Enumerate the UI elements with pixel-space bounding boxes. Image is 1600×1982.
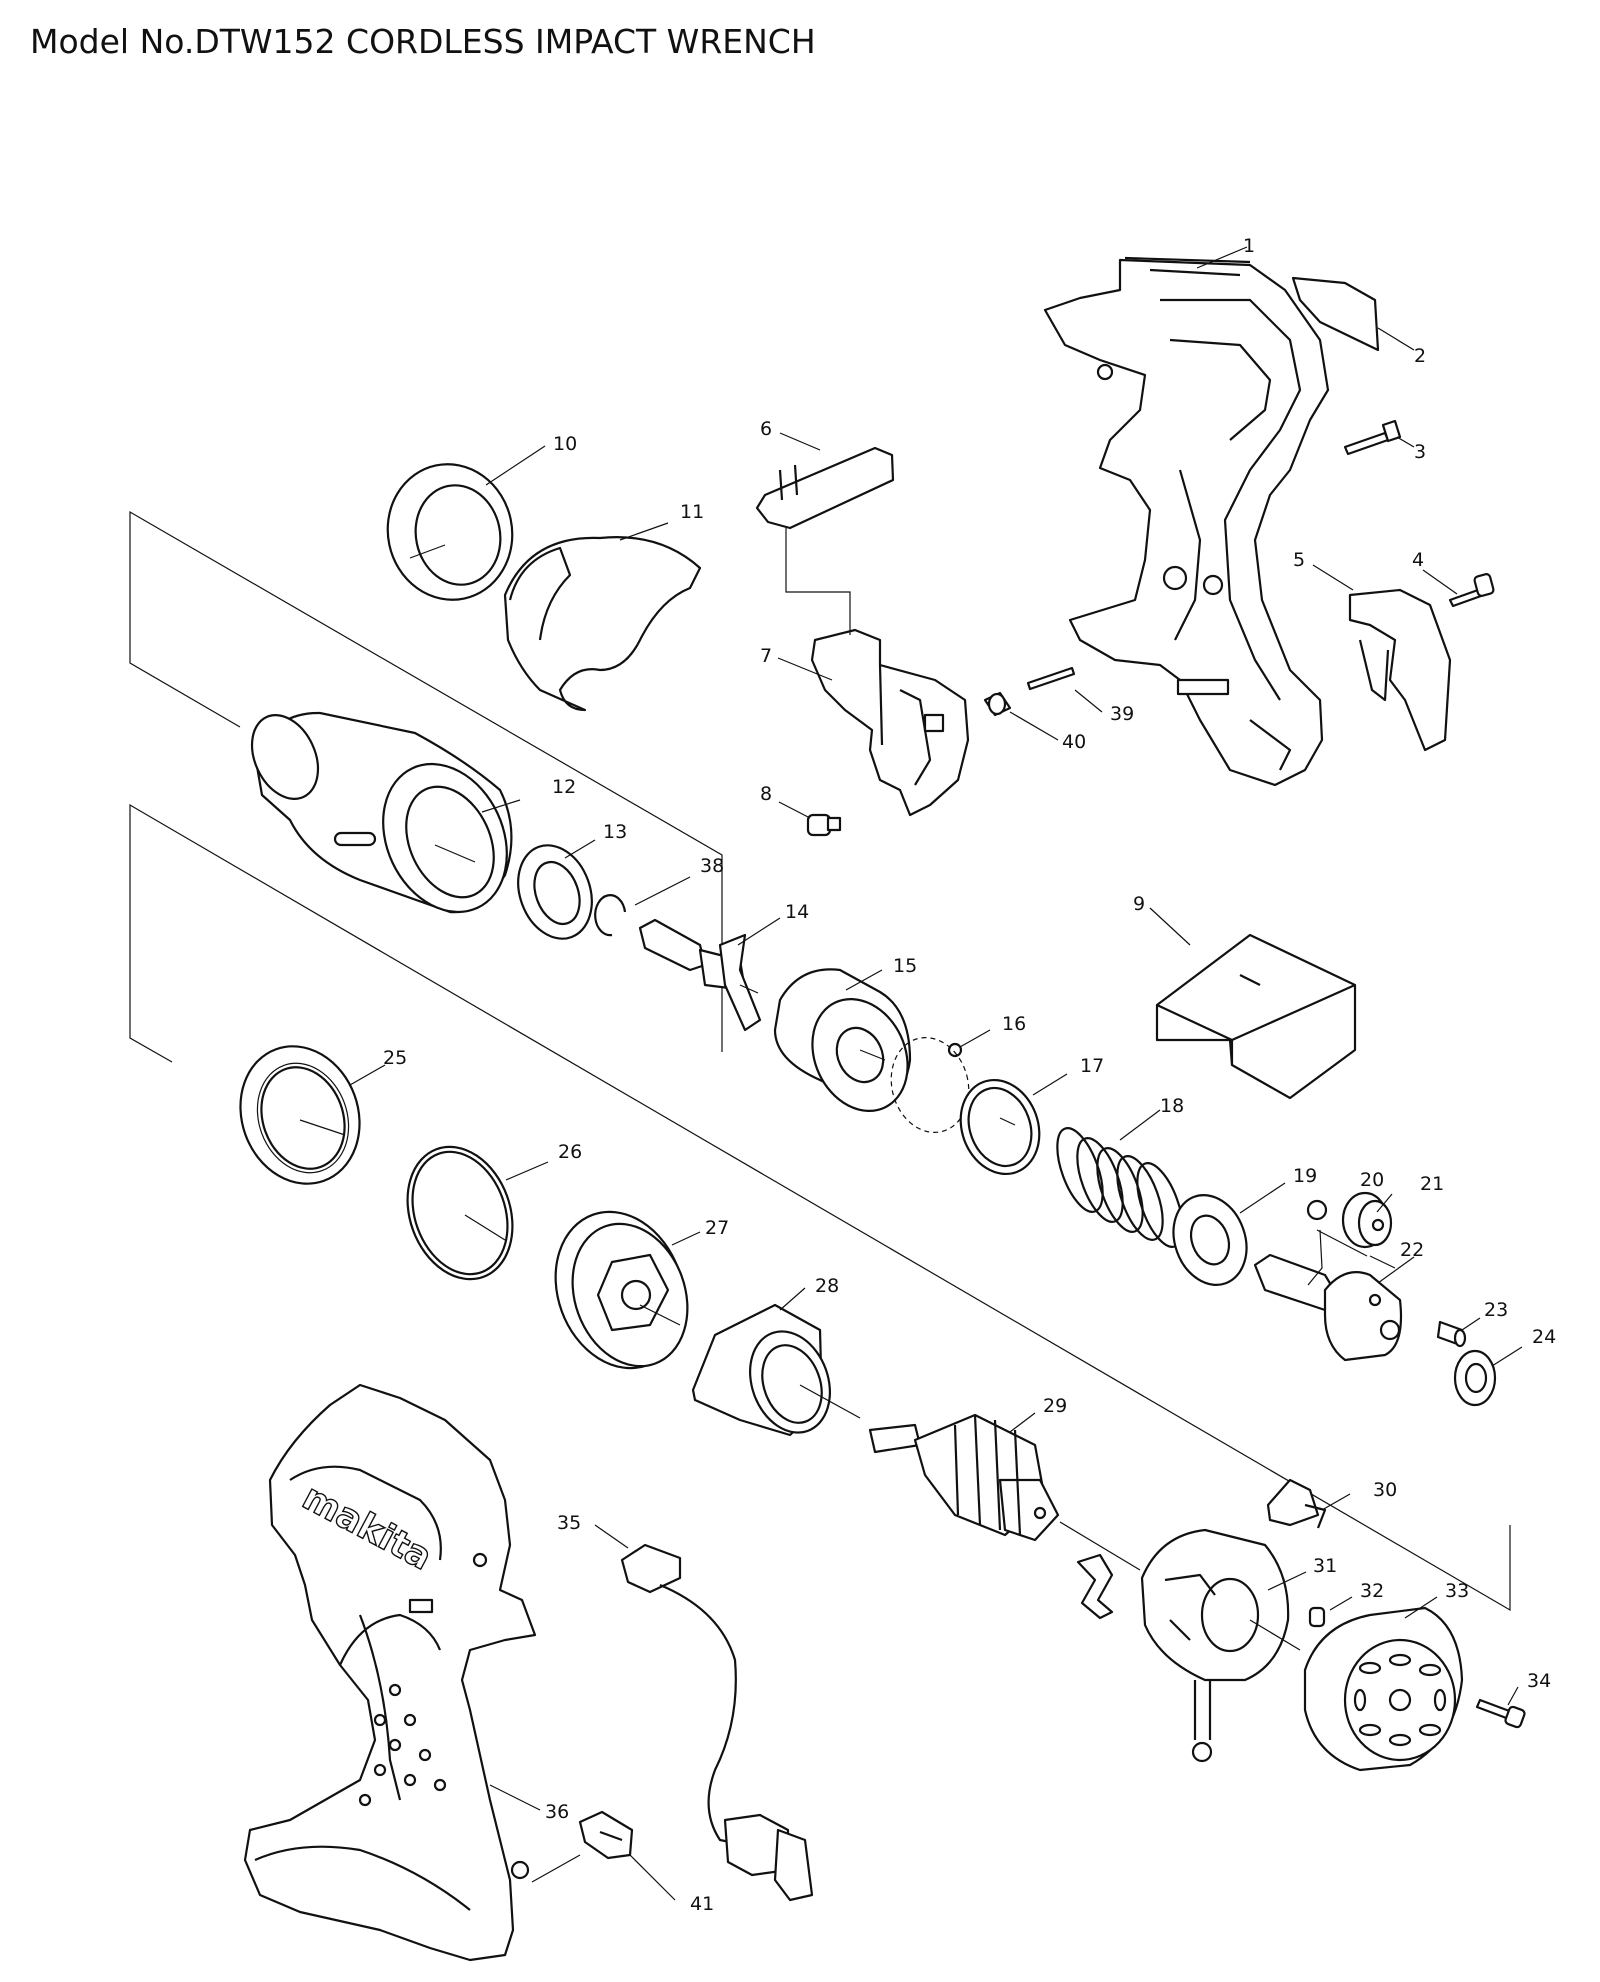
part-24-washer bbox=[1453, 1349, 1497, 1407]
part-5-trigger-lever bbox=[1348, 588, 1452, 752]
part-28-sleeve bbox=[691, 1303, 831, 1437]
callout-25: 25 bbox=[383, 1047, 407, 1069]
callout-19: 19 bbox=[1293, 1165, 1317, 1187]
callout-36: 36 bbox=[545, 1801, 569, 1823]
part-38-retaining-ring bbox=[594, 894, 627, 937]
callout-15: 15 bbox=[893, 955, 917, 977]
callout-21: 21 bbox=[1420, 1173, 1444, 1195]
callout-11: 11 bbox=[680, 501, 704, 523]
part-7-switch bbox=[810, 628, 970, 817]
callout-34: 34 bbox=[1527, 1670, 1551, 1692]
callout-9: 9 bbox=[1133, 893, 1145, 915]
callout-27: 27 bbox=[705, 1217, 729, 1239]
part-23-pin bbox=[1436, 1320, 1467, 1348]
callout-12: 12 bbox=[552, 776, 576, 798]
part-19-washer bbox=[1172, 1194, 1248, 1286]
part-11-front-cover bbox=[503, 536, 702, 712]
callout-4: 4 bbox=[1412, 549, 1424, 571]
callout-1: 1 bbox=[1243, 235, 1255, 257]
part-15-hammer bbox=[773, 968, 912, 1113]
part-16-steel-ball bbox=[890, 1037, 970, 1133]
callout-40: 40 bbox=[1062, 731, 1086, 753]
part-21-gear bbox=[1341, 1191, 1393, 1249]
callout-26: 26 bbox=[558, 1141, 582, 1163]
part-27-gear-housing bbox=[554, 1210, 689, 1370]
part-8-small-screw bbox=[806, 813, 842, 837]
part-35-wire-harness bbox=[620, 1543, 814, 1902]
callout-32: 32 bbox=[1360, 1580, 1384, 1602]
callout-23: 23 bbox=[1484, 1299, 1508, 1321]
part-33-rear-cover bbox=[1303, 1606, 1464, 1772]
callout-8: 8 bbox=[760, 783, 772, 805]
part-34-screw bbox=[1475, 1698, 1526, 1729]
leader-lines bbox=[299, 246, 1523, 1901]
part-14-anvil bbox=[638, 918, 762, 1032]
callout-7: 7 bbox=[760, 645, 772, 667]
part-13-washer bbox=[517, 844, 593, 940]
callout-6: 6 bbox=[760, 418, 772, 440]
callout-20: 20 bbox=[1360, 1169, 1384, 1191]
part-31-stator bbox=[1140, 1528, 1290, 1763]
part-22-spindle bbox=[1253, 1253, 1403, 1362]
part-32-spacer bbox=[1308, 1606, 1326, 1628]
part-17-ring bbox=[959, 1078, 1041, 1176]
part-6-switch-lever bbox=[755, 446, 895, 530]
callout-22: 22 bbox=[1400, 1239, 1424, 1261]
part-40-spring bbox=[983, 691, 1012, 717]
callout-28: 28 bbox=[815, 1275, 839, 1297]
callout-30: 30 bbox=[1373, 1479, 1397, 1501]
part-29-rotor bbox=[868, 1413, 1060, 1542]
callout-3: 3 bbox=[1414, 441, 1426, 463]
page-title: Model No.DTW152 CORDLESS IMPACT WRENCH bbox=[30, 22, 816, 61]
part-18-spring bbox=[1056, 1127, 1184, 1248]
part-4-screw bbox=[1448, 573, 1495, 608]
part-26-o-ring bbox=[406, 1145, 514, 1281]
part-25-internal-gear bbox=[239, 1045, 361, 1185]
part-3-screw bbox=[1343, 419, 1402, 456]
callout-10: 10 bbox=[553, 433, 577, 455]
callout-13: 13 bbox=[603, 821, 627, 843]
part-1-housing-half bbox=[1043, 256, 1330, 787]
callout-16: 16 bbox=[1002, 1013, 1026, 1035]
part-20-steel-ball bbox=[1306, 1199, 1328, 1221]
part-10-ring bbox=[386, 463, 514, 601]
part-30-bracket bbox=[1266, 1478, 1327, 1529]
part-12-hammer-case bbox=[250, 711, 513, 914]
assembly-boundary-lines bbox=[129, 510, 1511, 1612]
callout-17: 17 bbox=[1080, 1055, 1104, 1077]
callout-5: 5 bbox=[1293, 549, 1305, 571]
callout-24: 24 bbox=[1532, 1326, 1556, 1348]
callout-29: 29 bbox=[1043, 1395, 1067, 1417]
callout-35: 35 bbox=[557, 1512, 581, 1534]
part-36-housing-set: makita bbox=[243, 1383, 537, 1962]
part-39-pin bbox=[1026, 666, 1076, 691]
part-9-controller bbox=[1155, 933, 1357, 1100]
callout-14: 14 bbox=[785, 901, 809, 923]
callout-33: 33 bbox=[1445, 1580, 1469, 1602]
callout-41: 41 bbox=[690, 1893, 714, 1915]
callout-39: 39 bbox=[1110, 703, 1134, 725]
part-30-clip bbox=[1076, 1553, 1114, 1620]
part-2-label-plate bbox=[1291, 276, 1380, 352]
callout-38: 38 bbox=[700, 855, 724, 877]
part-41-clip bbox=[578, 1810, 634, 1860]
callout-31: 31 bbox=[1313, 1555, 1337, 1577]
callout-labels: 1 2 3 4 5 6 7 8 9 10 11 12 13 14 15 16 1… bbox=[383, 235, 1556, 1915]
callout-18: 18 bbox=[1160, 1095, 1184, 1117]
callout-2: 2 bbox=[1414, 345, 1426, 367]
